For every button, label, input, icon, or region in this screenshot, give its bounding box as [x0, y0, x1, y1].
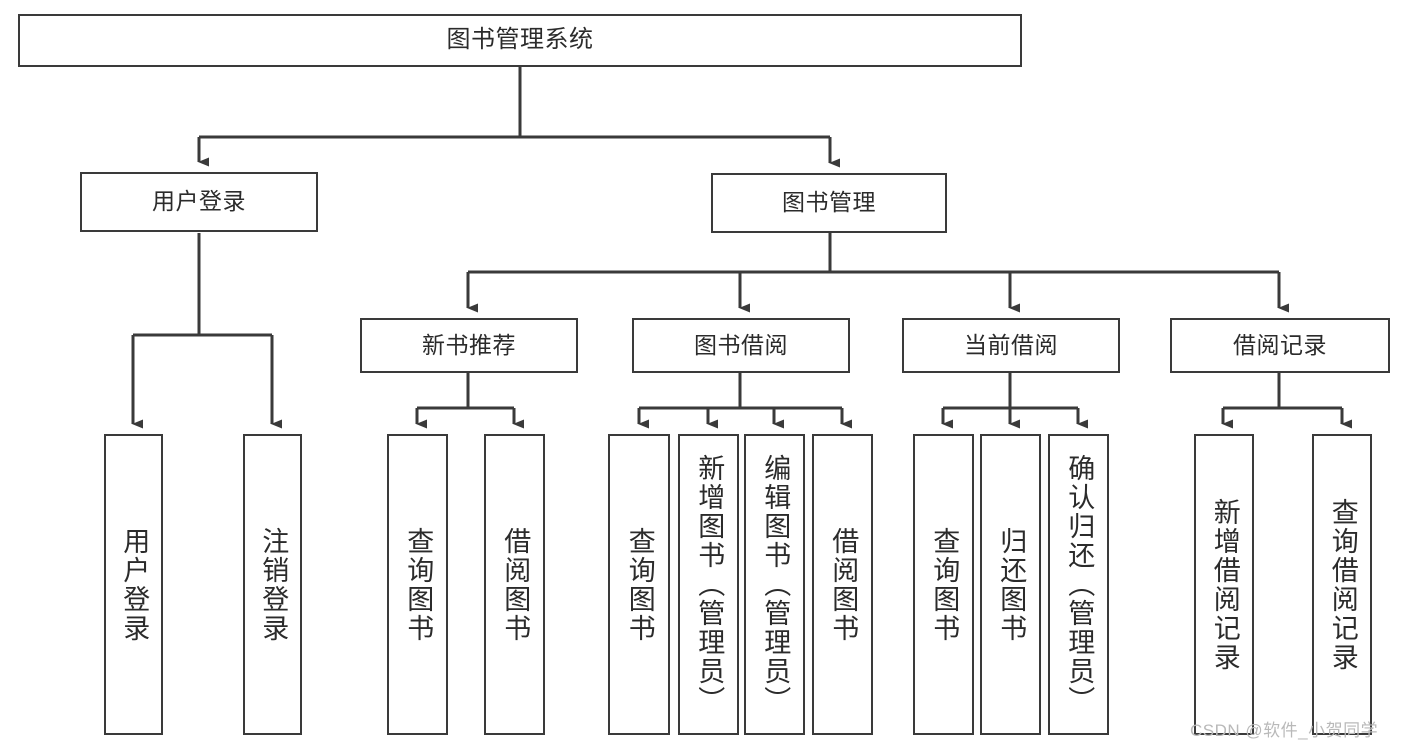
node-label: 新书推荐: [422, 331, 516, 358]
node-label: 用户登录: [119, 526, 150, 643]
node-borrow-record[interactable]: 借阅记录: [1170, 318, 1390, 373]
leaf-query-book-current[interactable]: 查询图书: [913, 434, 974, 735]
leaf-query-book-recommend[interactable]: 查询图书: [387, 434, 448, 735]
node-label: 当前借阅: [964, 331, 1058, 358]
node-label: 图书管理系统: [446, 26, 594, 54]
leaf-logout-login[interactable]: 注销登录: [243, 434, 302, 735]
node-label: 编辑图书（管理员）: [760, 454, 791, 715]
node-book-borrow[interactable]: 图书借阅: [632, 318, 850, 373]
node-label: 新增图书（管理员）: [694, 454, 725, 715]
leaf-add-book-admin[interactable]: 新增图书（管理员）: [678, 434, 739, 735]
node-label: 借阅记录: [1233, 331, 1327, 358]
leaf-add-borrow-record[interactable]: 新增借阅记录: [1194, 434, 1254, 735]
node-label: 图书借阅: [694, 331, 788, 358]
node-label: 确认归还（管理员）: [1064, 454, 1095, 715]
node-label: 查询借阅记录: [1327, 497, 1358, 672]
node-label: 图书管理: [782, 189, 876, 216]
leaf-borrow-book-recommend[interactable]: 借阅图书: [484, 434, 545, 735]
csdn-watermark: CSDN @软件_小贺同学: [1190, 721, 1379, 740]
leaf-user-login[interactable]: 用户登录: [104, 434, 163, 735]
node-user-login[interactable]: 用户登录: [80, 172, 318, 232]
node-label: 查询图书: [624, 526, 655, 643]
node-label: 借阅图书: [828, 526, 859, 643]
node-label: 查询图书: [403, 526, 434, 643]
leaf-confirm-return-admin[interactable]: 确认归还（管理员）: [1048, 434, 1109, 735]
node-label: 归还图书: [996, 526, 1027, 643]
leaf-query-borrow-record[interactable]: 查询借阅记录: [1312, 434, 1372, 735]
leaf-borrow-book[interactable]: 借阅图书: [812, 434, 873, 735]
node-current-borrow[interactable]: 当前借阅: [902, 318, 1120, 373]
node-book-management[interactable]: 图书管理: [711, 173, 947, 233]
leaf-edit-book-admin[interactable]: 编辑图书（管理员）: [744, 434, 805, 735]
node-label: 新增借阅记录: [1209, 497, 1240, 672]
node-label: 注销登录: [258, 526, 289, 643]
node-new-book-recommend[interactable]: 新书推荐: [360, 318, 578, 373]
node-label: 用户登录: [152, 188, 246, 215]
leaf-query-book-borrow[interactable]: 查询图书: [608, 434, 670, 735]
node-root-book-management-system[interactable]: 图书管理系统: [18, 14, 1022, 67]
node-label: 查询图书: [929, 526, 960, 643]
node-label: 借阅图书: [500, 526, 531, 643]
leaf-return-book[interactable]: 归还图书: [980, 434, 1041, 735]
